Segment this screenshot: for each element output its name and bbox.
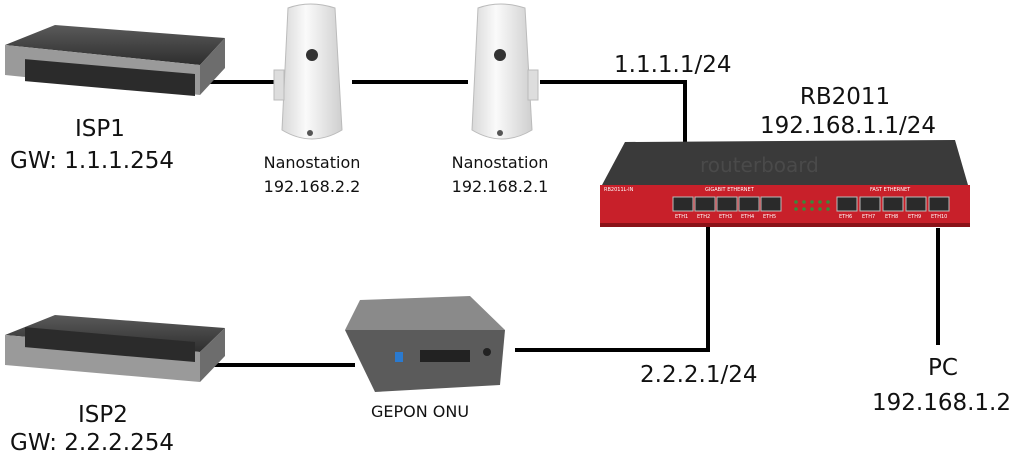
nanostation-b-icon: [471, 3, 539, 140]
router-name: RB2011: [799, 84, 891, 110]
nanostation-a-label: Nanostation: [263, 153, 361, 172]
router-led-icon: [818, 200, 822, 204]
router-port-group-2: FAST ETHERNET: [870, 187, 911, 193]
router-port-label: ETH10: [931, 214, 948, 220]
gepon-onu-icon: [345, 296, 505, 392]
wan1-ip: 1.1.1.1/24: [614, 52, 732, 78]
rb2011-router-icon: routerboard: [600, 140, 970, 227]
router-model-print: RB2011L-IN: [604, 187, 634, 193]
router-port-eth1: [672, 196, 694, 212]
router-port-eth7: [859, 196, 881, 212]
router-port-eth10: [928, 196, 950, 212]
router-led-icon: [818, 207, 822, 211]
router-port-label: ETH8: [885, 214, 899, 220]
nanostation-a-icon: [273, 3, 343, 140]
router-led-icon: [826, 200, 830, 204]
router-port-label: ETH7: [862, 214, 876, 220]
router-port-label: ETH1: [675, 214, 689, 220]
router-port-group-1: GIGABIT ETHERNET: [705, 187, 754, 193]
router-brand-logo: routerboard: [700, 153, 819, 177]
router-led-icon: [802, 207, 806, 211]
link-eth2-onu: [515, 208, 710, 352]
router-port-eth4: [738, 196, 760, 212]
pc-ip: 192.168.1.2: [872, 390, 1011, 416]
router-ip: 192.168.1.1/24: [759, 113, 937, 139]
router-led-icon: [826, 207, 830, 211]
pc-label: PC: [928, 355, 958, 381]
router-port-label: ETH2: [697, 214, 711, 220]
router-led-icon: [794, 200, 798, 204]
router-port-label: ETH4: [741, 214, 755, 220]
router-port-label: ETH5: [763, 214, 777, 220]
isp2-gateway: GW: 2.2.2.254: [10, 430, 175, 456]
router-port-eth9: [905, 196, 927, 212]
nanostation-b-ip: 192.168.2.1: [451, 177, 549, 196]
router-port-label: ETH6: [839, 214, 853, 220]
router-port-eth6: [836, 196, 858, 212]
router-led-icon: [794, 207, 798, 211]
nanostation-a-ip: 192.168.2.2: [263, 177, 361, 196]
router-led-icon: [810, 200, 814, 204]
router-port-label: ETH9: [908, 214, 922, 220]
router-led-icon: [810, 207, 814, 211]
router-port-eth8: [882, 196, 904, 212]
router-port-eth5: [760, 196, 782, 212]
isp2-label: ISP2: [78, 402, 128, 428]
onu-label: GEPON ONU: [370, 402, 470, 421]
router-port-eth3: [716, 196, 738, 212]
isp1-switch-icon: [5, 25, 225, 97]
isp2-switch-icon: [5, 315, 225, 382]
isp1-label: ISP1: [75, 116, 125, 142]
wan2-ip: 2.2.2.1/24: [640, 362, 758, 388]
router-port-eth2: [694, 196, 716, 212]
router-led-icon: [802, 200, 806, 204]
router-port-label: ETH3: [719, 214, 733, 220]
nanostation-b-label: Nanostation: [451, 153, 549, 172]
isp1-gateway: GW: 1.1.1.254: [10, 148, 175, 174]
